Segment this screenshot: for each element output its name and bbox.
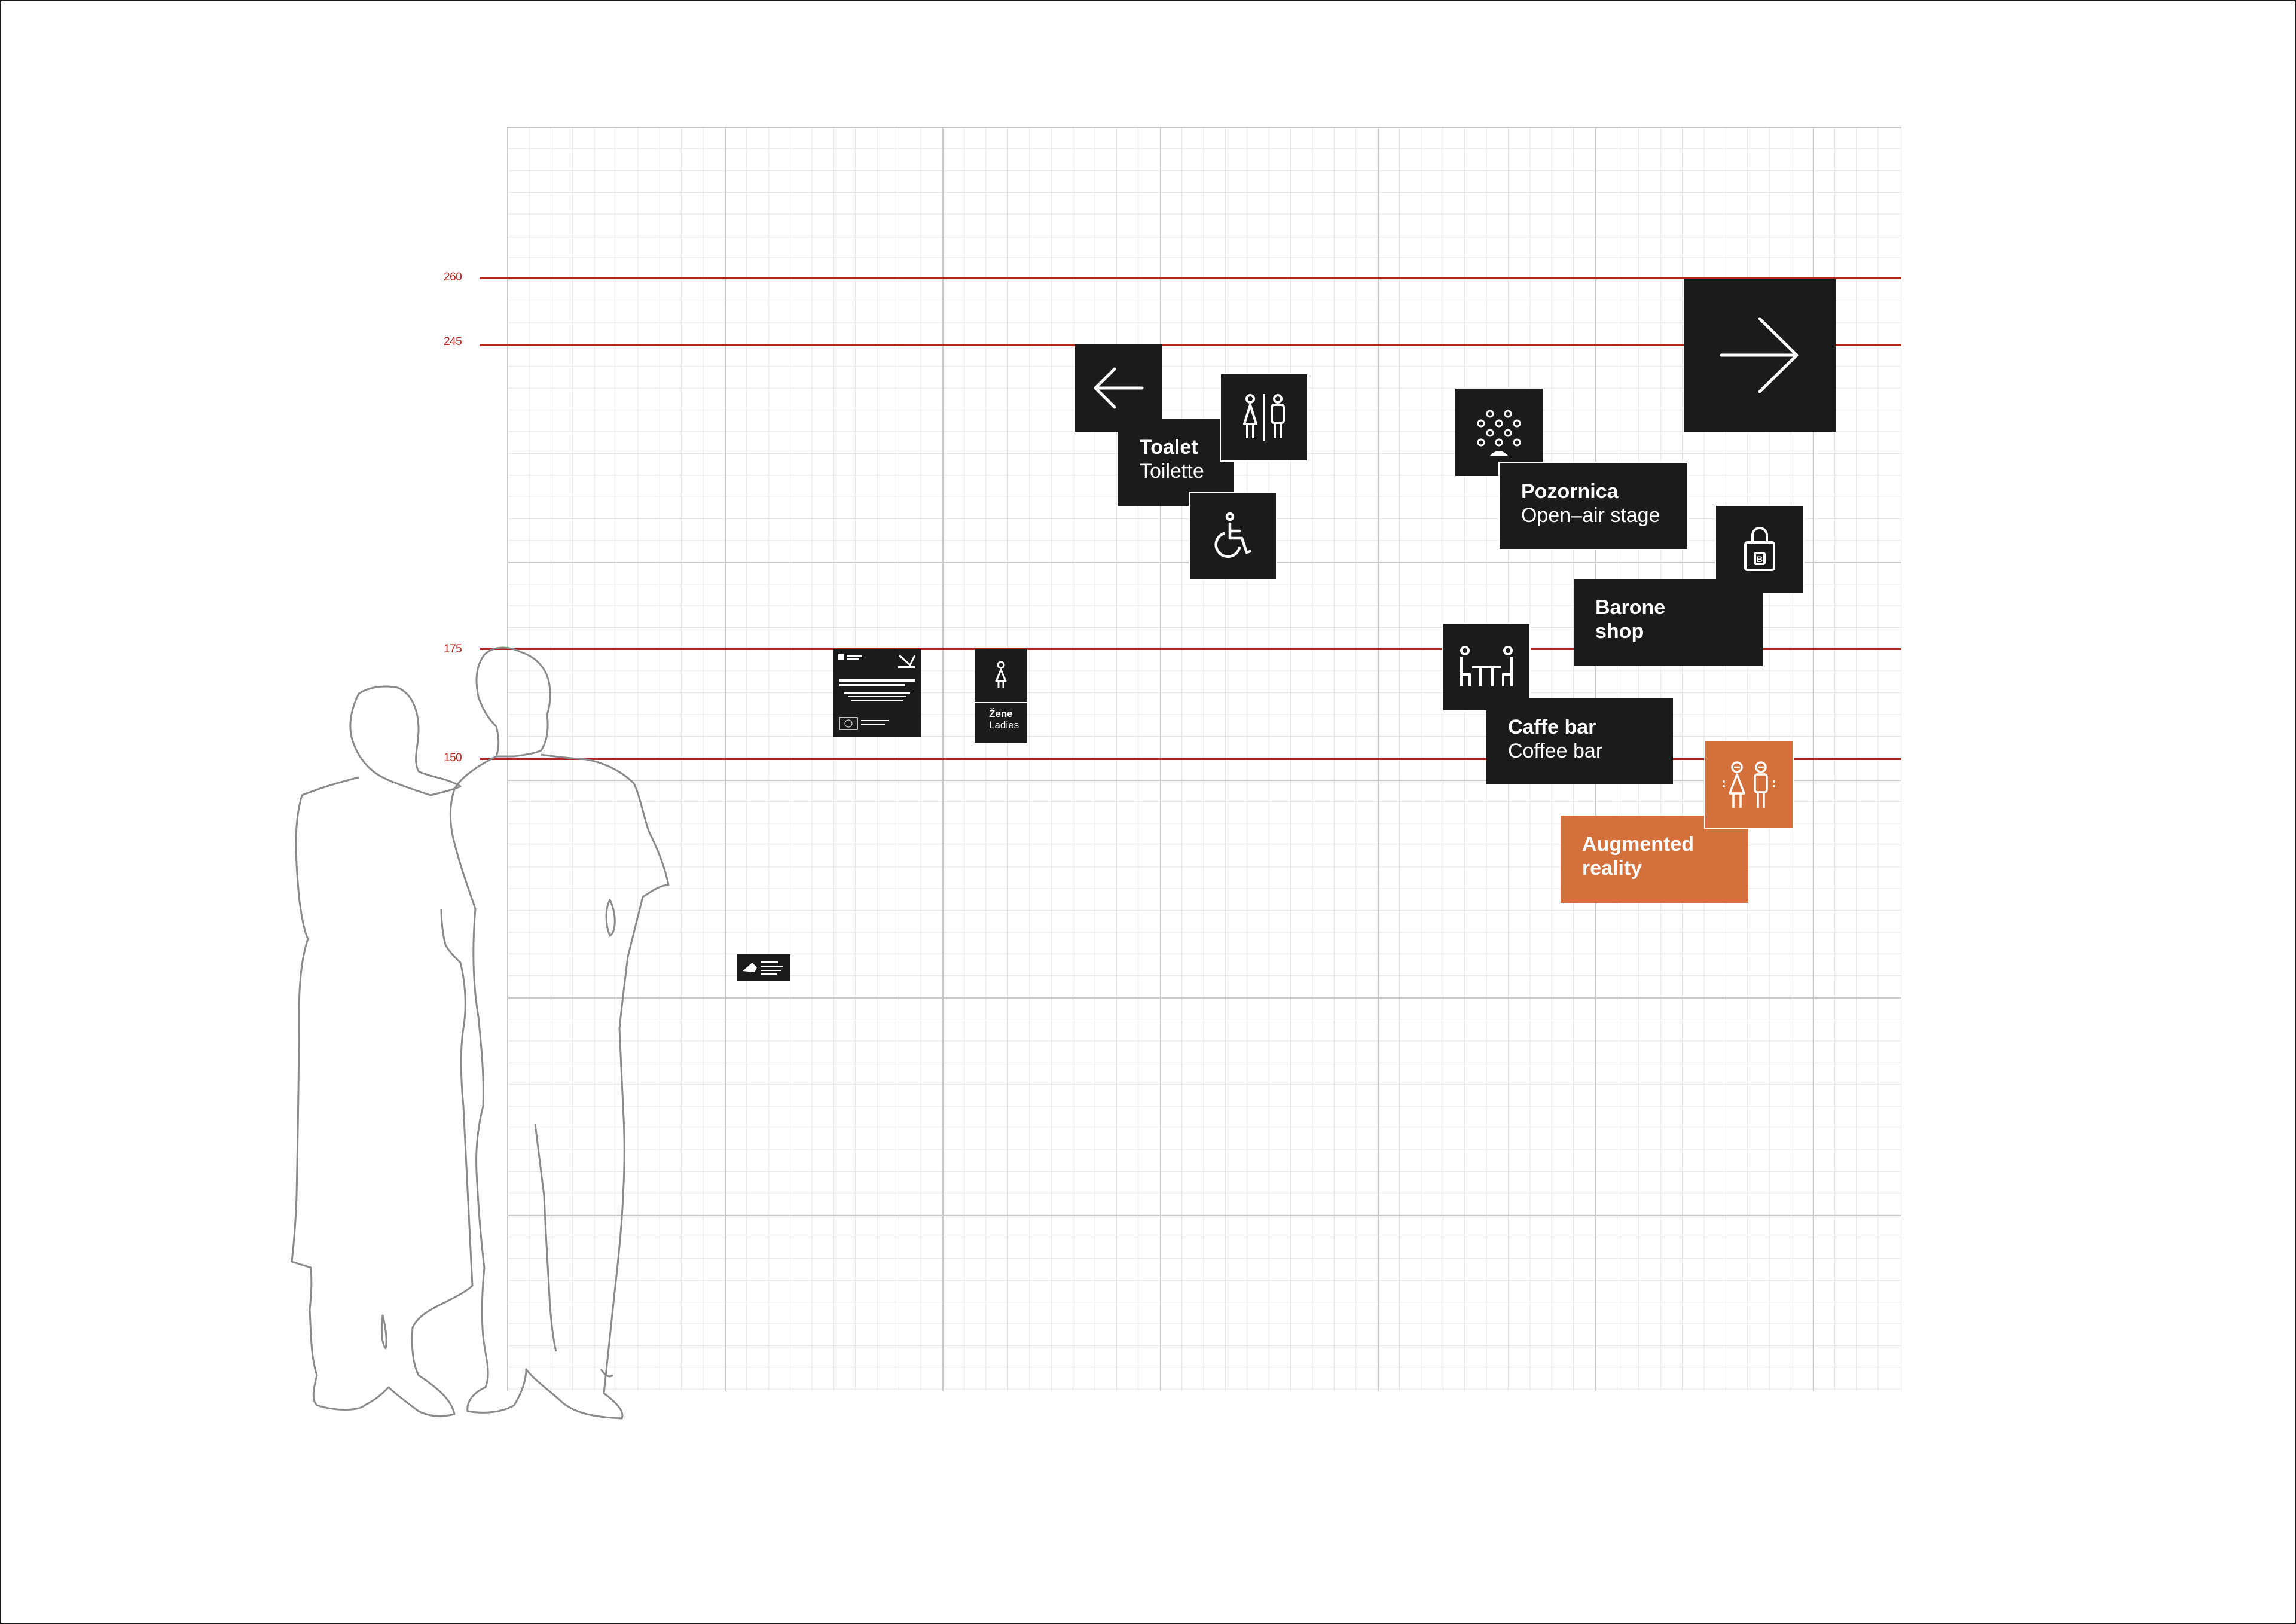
woman-icon <box>995 661 1007 688</box>
ar-sign: Augmented reality <box>1561 816 1748 903</box>
height-label-150: 150 <box>444 752 462 764</box>
stage-title: Pozornica <box>1521 480 1619 503</box>
wall-grid <box>507 127 1901 1391</box>
info-plaque <box>833 649 921 737</box>
stage-subtitle: Open–air stage <box>1521 504 1660 527</box>
stage-sign: Pozornica Open–air stage <box>1498 462 1689 550</box>
restroom-sign <box>1220 373 1308 462</box>
height-label-260: 260 <box>444 271 462 283</box>
toilet-sign: Toalet Toilette <box>1118 419 1234 506</box>
wheelchair-sign <box>1189 492 1277 580</box>
ar-people-sign <box>1704 740 1794 829</box>
toilet-title: Toalet <box>1140 436 1198 459</box>
ladies-subtitle: Ladies <box>989 719 1019 731</box>
man-head <box>475 646 551 758</box>
height-line-245 <box>480 344 1901 346</box>
height-line-260 <box>480 277 1901 279</box>
crowd-sign <box>1455 389 1543 476</box>
height-line-150 <box>480 758 1901 760</box>
wheelchair-icon <box>1214 512 1252 558</box>
shop-sign: Barone shop <box>1574 579 1763 666</box>
coffee-subtitle: Coffee bar <box>1508 740 1603 762</box>
coffee-sign: Caffe bar Coffee bar <box>1486 698 1673 784</box>
info-plaque-graphic <box>838 654 916 730</box>
table-sign <box>1442 623 1531 712</box>
man-body <box>449 753 670 1420</box>
toilet-subtitle: Toilette <box>1140 460 1204 483</box>
ladies-title: Žene <box>989 708 1013 719</box>
height-line-175 <box>480 648 1901 650</box>
ladies-sign: Žene Ladies <box>975 649 1027 743</box>
woman-silhouette <box>349 685 462 796</box>
small-plaque <box>737 954 790 981</box>
ar-title: Augmented <box>1582 833 1694 856</box>
restroom-icon <box>1243 394 1285 441</box>
left-arrow-sign <box>1075 344 1162 432</box>
shop-subtitle: shop <box>1595 620 1644 643</box>
height-label-245: 245 <box>444 335 462 348</box>
ar-people-icon <box>1723 761 1775 808</box>
crowd-icon <box>1477 410 1521 456</box>
coffee-title: Caffe bar <box>1508 716 1596 738</box>
cafe-table-icon <box>1460 646 1513 686</box>
height-label-175: 175 <box>444 643 462 655</box>
arrow-left-icon <box>1094 367 1144 409</box>
shopping-bag-icon: B <box>1744 527 1775 571</box>
svg-text:B: B <box>1757 554 1763 564</box>
arrow-right-icon <box>1720 317 1799 393</box>
plaque-logo-icon <box>743 961 783 975</box>
right-arrow-sign <box>1684 279 1836 432</box>
ar-subtitle: reality <box>1582 857 1642 880</box>
woman-body <box>291 776 474 1417</box>
shop-title: Barone <box>1595 596 1666 619</box>
